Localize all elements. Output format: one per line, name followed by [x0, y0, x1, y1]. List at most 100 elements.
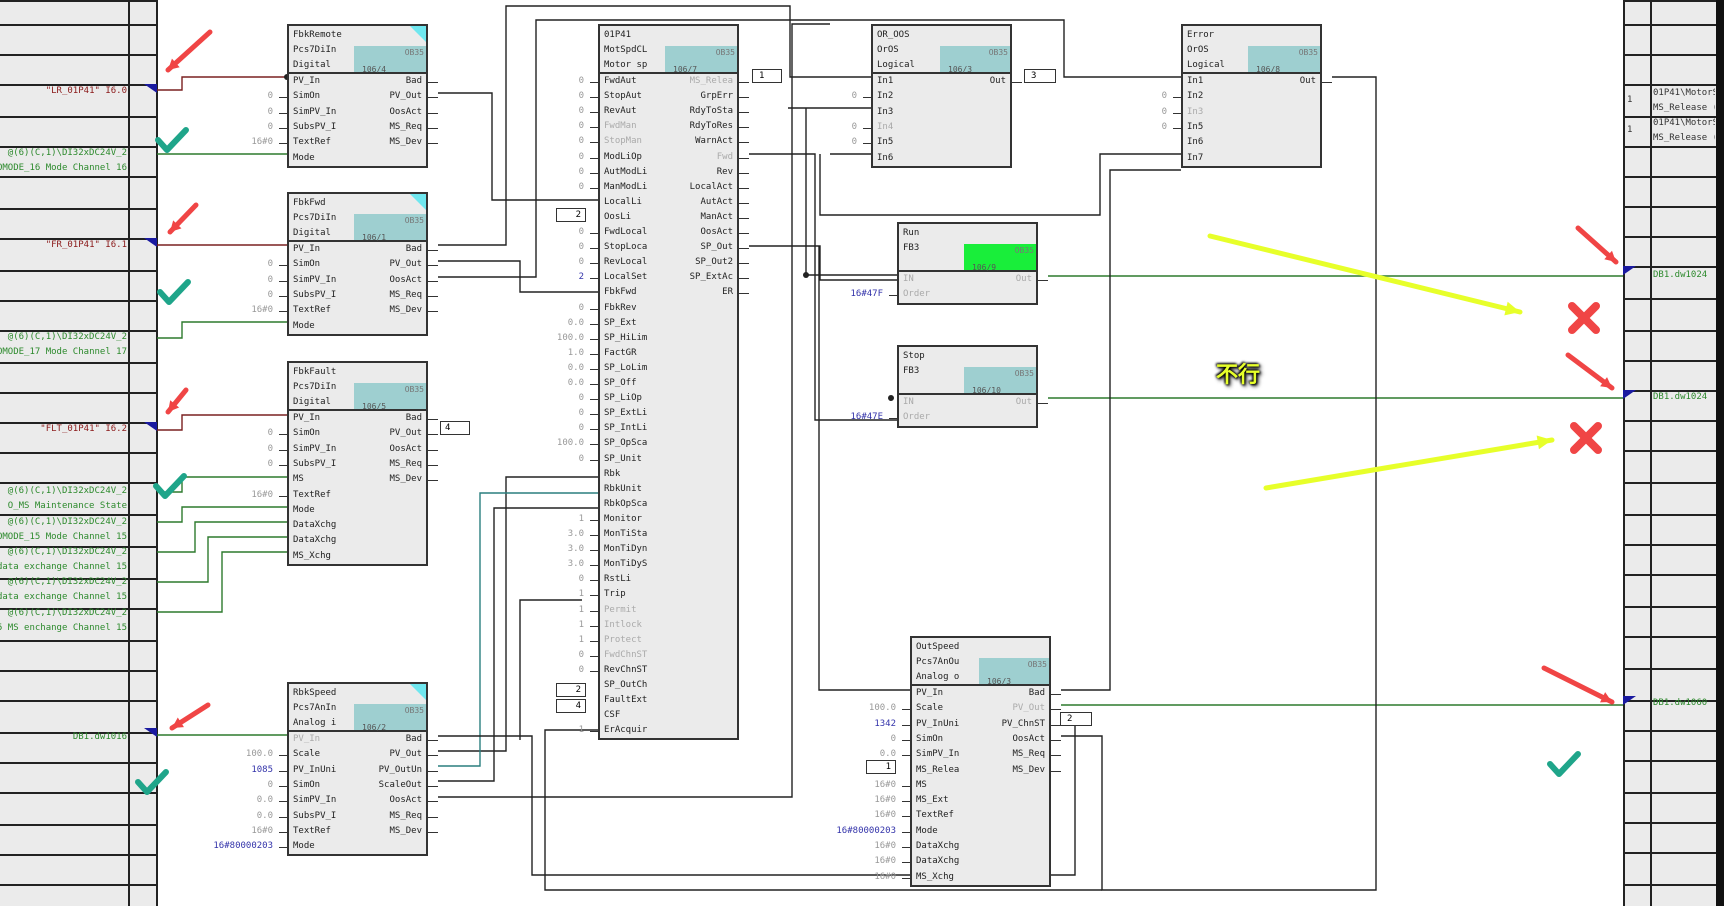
input-value[interactable]: 16#0 [251, 489, 273, 500]
connector-4-fbk-fault[interactable]: 4 [440, 421, 470, 435]
input-pin[interactable]: Order [903, 412, 931, 423]
input-value[interactable]: 0 [267, 428, 273, 439]
output-pin[interactable]: MS_Dev [389, 305, 422, 316]
input-pin[interactable]: RevChnST [604, 664, 648, 675]
input-value[interactable]: 0 [267, 274, 273, 285]
output-pin[interactable]: MS_Req [389, 121, 422, 132]
output-pin[interactable]: MS_Dev [389, 825, 422, 836]
input-pin[interactable]: SubsPV_I [293, 810, 337, 821]
input-value[interactable]: 3.0 [567, 544, 584, 555]
input-value[interactable]: 0 [578, 121, 584, 132]
input-pin[interactable]: SP_Ext [604, 317, 637, 328]
input-pin[interactable]: MonTiDyS [604, 559, 648, 570]
input-pin[interactable]: SimOn [293, 428, 321, 439]
output-pin[interactable]: AutAct [700, 196, 733, 207]
input-pin[interactable]: Mode [293, 504, 315, 515]
input-pin[interactable]: In6 [877, 152, 894, 163]
input-pin[interactable]: Order [903, 289, 931, 300]
input-value[interactable]: 16#0 [251, 137, 273, 148]
input-pin[interactable]: In3 [877, 106, 894, 117]
output-pin[interactable]: ScaleOut [378, 779, 422, 790]
input-value[interactable]: 0 [578, 302, 584, 313]
input-value[interactable]: 0 [267, 289, 273, 300]
left-margin-label[interactable]: @(6)(C,1)\DI32xDC24V_2 [7, 577, 127, 587]
output-pin[interactable]: Bad [405, 76, 422, 86]
connector-1-motor[interactable]: 1 [752, 69, 782, 83]
output-pin[interactable]: PV_Out [389, 91, 422, 102]
input-pin[interactable]: TextRef [293, 489, 331, 500]
input-pin[interactable]: PV_InUni [293, 764, 337, 775]
input-pin[interactable]: MonTiSta [604, 529, 648, 539]
input-value[interactable]: 16#0 [874, 810, 896, 821]
input-value[interactable]: 16#0 [874, 795, 896, 806]
input-value[interactable]: 0 [578, 574, 584, 585]
output-pin[interactable]: Fwd [716, 151, 733, 162]
input-value[interactable]: 0 [1161, 121, 1167, 132]
input-pin[interactable]: SimOn [916, 733, 944, 744]
left-margin-label[interactable]: @(6)(C,1)\DI32xDC24V_2 [7, 517, 127, 527]
input-value[interactable]: 16#0 [251, 825, 273, 836]
input-pin[interactable]: StopAut [604, 91, 642, 102]
output-pin[interactable]: MS_Relea [689, 76, 733, 86]
input-pin[interactable]: TextRef [916, 810, 954, 821]
output-pin[interactable]: MS_Req [389, 289, 422, 300]
output-pin[interactable]: Bad [405, 413, 422, 423]
input-pin[interactable]: TextRef [293, 305, 331, 316]
input-pin[interactable]: SimPV_In [293, 106, 337, 117]
input-pin[interactable]: FwdAut [604, 76, 637, 86]
input-pin[interactable]: SubsPV_I [293, 289, 337, 300]
input-pin[interactable]: In3 [1187, 106, 1204, 117]
input-value[interactable]: 0 [578, 393, 584, 404]
input-pin[interactable]: ErAcquir [604, 725, 648, 736]
input-pin[interactable]: In2 [877, 91, 894, 102]
output-pin[interactable]: MS_Dev [1012, 764, 1045, 775]
input-value[interactable]: 0 [578, 257, 584, 268]
input-pin[interactable]: SimPV_In [293, 274, 337, 285]
input-value[interactable]: 0 [267, 121, 273, 132]
input-pin[interactable]: SP_Off [604, 378, 637, 388]
output-pin[interactable]: OosAct [389, 274, 422, 285]
input-pin[interactable]: In6 [1187, 137, 1204, 148]
left-margin-label[interactable]: "LR_01P41" I6.0 [45, 86, 127, 96]
input-pin[interactable]: OosLi [604, 211, 632, 222]
input-pin[interactable]: SimOn [293, 91, 321, 102]
input-pin[interactable]: SimPV_In [916, 749, 960, 760]
output-pin[interactable]: OosAct [389, 443, 422, 454]
input-pin[interactable]: FbkRev [604, 302, 637, 313]
input-value[interactable]: 0.0 [567, 378, 584, 388]
input-value[interactable]: 0.0 [256, 810, 273, 821]
output-pin[interactable]: MS_Dev [389, 474, 422, 485]
input-pin[interactable]: MS_Xchg [293, 550, 331, 561]
input-value[interactable]: 16#47F [850, 289, 883, 300]
input-value[interactable]: 0 [267, 779, 273, 790]
input-value[interactable]: 0 [578, 91, 584, 102]
input-pin[interactable]: PV_In [916, 688, 944, 698]
output-pin[interactable]: PV_Out [1012, 703, 1045, 714]
input-pin[interactable]: DataXchg [293, 520, 337, 531]
input-pin[interactable]: In7 [1187, 152, 1204, 163]
input-value[interactable]: 1.0 [567, 347, 584, 358]
output-pin[interactable]: OosAct [389, 795, 422, 806]
output-pin[interactable]: RdyToSta [689, 106, 733, 117]
input-value[interactable]: 16#0 [874, 779, 896, 790]
input-pin[interactable]: FaultExt [604, 695, 648, 706]
output-pin[interactable]: MS_Req [1012, 749, 1045, 760]
input-pin[interactable]: IN [903, 274, 914, 284]
input-pin[interactable]: StopLoca [604, 242, 648, 253]
input-pin[interactable]: TextRef [293, 137, 331, 148]
input-pin[interactable]: SP_ExtLi [604, 408, 648, 419]
input-value[interactable]: 16#0 [874, 871, 896, 882]
input-pin[interactable]: RevLocal [604, 257, 648, 268]
output-pin[interactable]: Rev [716, 166, 733, 177]
connector-4-faultext[interactable]: 4 [556, 699, 586, 713]
input-value[interactable]: 1 [578, 619, 584, 630]
right-margin-label[interactable]: 01P41\MotorSpe [1653, 118, 1715, 128]
input-value[interactable]: 0 [851, 137, 857, 148]
input-pin[interactable]: Mode [293, 152, 315, 163]
connector-2-oosli[interactable]: 2 [556, 208, 586, 222]
